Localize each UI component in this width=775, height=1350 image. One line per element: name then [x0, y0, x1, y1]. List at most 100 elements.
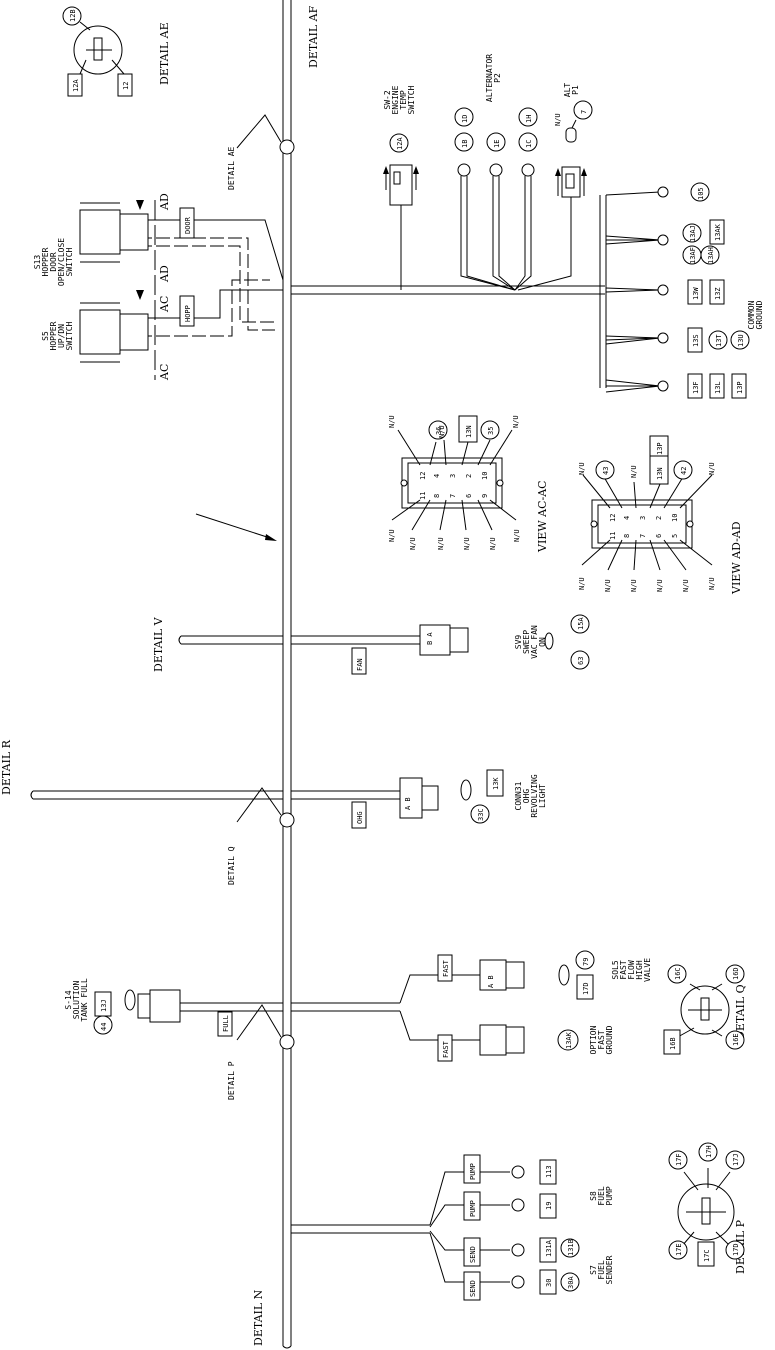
sv9-circle-15a: 15A [577, 617, 585, 630]
detail-p-leader-label: DETAIL P [227, 1061, 236, 1100]
ground-circle-105 [690, 182, 710, 202]
s5-label: S5 HOPPER UP/DN SWITCH [41, 321, 74, 350]
view-ad-nu-4: N/U [578, 577, 586, 590]
common-ground [599, 182, 750, 399]
ground-13l-label: 13L [714, 381, 722, 394]
svg-text:CONN31: CONN31 [514, 781, 523, 810]
svg-text:OHG: OHG [522, 789, 531, 804]
send-circle-30a: 30A [567, 1276, 575, 1289]
svg-text:S-14: S-14 [64, 990, 73, 1009]
conn31-circle: 33C [477, 808, 485, 821]
view-ac-nu-1: N/U [388, 415, 396, 428]
svg-text:FAST: FAST [619, 960, 628, 979]
svg-text:8: 8 [623, 534, 631, 538]
svg-text:FUEL: FUEL [597, 1260, 606, 1279]
detail-q-16c: 16C [674, 967, 682, 980]
send-box-131a: 131A [545, 1239, 553, 1257]
alt-1b-label: 1B [461, 140, 469, 148]
view-ac-nu-7: N/U [463, 537, 471, 550]
conn31-label: CONN31 OHG REVOLVING LIGHT [514, 774, 547, 818]
svg-text:SWITCH: SWITCH [65, 247, 74, 276]
detail-ae-box-1-label: 12A [72, 79, 80, 92]
view-ad-nu-8: N/U [682, 579, 690, 592]
alt-1d-label: 1D [461, 115, 469, 123]
sv9-pins: B A [426, 632, 434, 645]
sv9-connector [351, 614, 590, 675]
alt-nu-label: N/U [554, 113, 562, 126]
alt-circle-7 [573, 100, 593, 120]
svg-text:11: 11 [419, 492, 427, 500]
detail-p-17c: 17C [703, 1249, 711, 1262]
hopp-tag: HOPP [184, 305, 192, 322]
conn31-pins: A B [404, 797, 412, 810]
pump-tag-1: PUMP [469, 1163, 477, 1180]
view-ac-35: 35 [487, 427, 495, 435]
svg-text:SV9: SV9 [514, 635, 523, 650]
conn31-connector [351, 769, 504, 829]
sw2-switch [383, 133, 419, 290]
sol5-pins: A B [487, 975, 495, 988]
svg-text:4: 4 [623, 516, 631, 520]
svg-text:AC: AC [158, 296, 171, 313]
svg-text:S13: S13 [33, 255, 42, 270]
svg-text:LIGHT: LIGHT [538, 784, 547, 808]
view-ac-pins: 12 4 3 2 10 11 8 7 6 9 [419, 472, 489, 500]
option-circle: 13AK [565, 1031, 573, 1049]
svg-text:FLOW: FLOW [627, 960, 636, 979]
detail-v-title: DETAIL V [152, 616, 165, 672]
svg-text:SW-2: SW-2 [383, 90, 392, 109]
sol5-label: SOL5 FAST FLOW HIGH VALVE [611, 958, 652, 982]
svg-text:S7: S7 [589, 1265, 598, 1275]
alt-circle-1d [454, 107, 474, 127]
door-tag: DOOR [184, 216, 192, 234]
view-ad-nu-5: N/U [604, 579, 612, 592]
svg-text:10: 10 [671, 514, 679, 522]
svg-text:3: 3 [639, 516, 647, 520]
svg-text:OPEN/CLOSE: OPEN/CLOSE [57, 238, 66, 286]
svg-text:7: 7 [449, 494, 457, 498]
view-ad-43: 43 [602, 467, 610, 475]
view-ac-nu-9: N/U [513, 529, 521, 542]
sv9-circle-63: 63 [577, 657, 585, 665]
fan-tag [351, 647, 367, 675]
detail-p-17d: 17D [732, 1243, 740, 1256]
detail-ae [62, 6, 133, 97]
ohg-tag [351, 801, 367, 829]
svg-text:AD: AD [158, 193, 171, 211]
full-tag-label: FULL [222, 1015, 230, 1032]
detail-q-leader-label: DETAIL Q [227, 846, 236, 885]
detail-ae-circle-label: 12B [69, 9, 77, 22]
branches [30, 285, 605, 1283]
main-trunk [195, 0, 295, 1349]
view-ad-nu-2: N/U [630, 465, 638, 478]
svg-text:UP/DN: UP/DN [57, 324, 66, 348]
sv9-label: SV9 SWEEP VAC FAN ON [514, 625, 547, 659]
svg-text:P2: P2 [493, 73, 502, 83]
svg-text:4: 4 [433, 474, 441, 478]
detail-ae-box-2 [117, 73, 133, 97]
detail-leaders [236, 114, 282, 1041]
alt-1c-label: 1C [525, 140, 533, 148]
svg-text:FUEL: FUEL [597, 1186, 606, 1205]
ground-13u-label: 13U [737, 334, 745, 347]
detail-ae-circle [62, 6, 82, 26]
svg-text:5: 5 [671, 534, 679, 538]
pump-tag-2: PUMP [469, 1200, 477, 1217]
view-ac-nu-6: N/U [437, 537, 445, 550]
send-tag-1: SEND [469, 1246, 477, 1263]
svg-text:TANK FULL: TANK FULL [80, 978, 89, 1022]
fast-tag-1 [437, 954, 453, 982]
svg-text:SWEEP: SWEEP [522, 630, 531, 654]
pump-sender-group [463, 1154, 580, 1301]
detail-p-17e: 17E [675, 1243, 683, 1256]
s14-connector [93, 989, 233, 1037]
svg-text:11: 11 [609, 532, 617, 540]
detail-ae-box-1 [67, 73, 83, 97]
view-ad-nu-9: N/U [708, 577, 716, 590]
detail-n-title: DETAIL N [252, 1289, 265, 1346]
detail-af-title: DETAIL AF [307, 5, 320, 68]
detail-q-16e: 16E [732, 1033, 740, 1046]
svg-text:2: 2 [655, 516, 663, 520]
svg-text:AC: AC [158, 364, 171, 381]
fast-tag-2-label: FAST [442, 1040, 450, 1058]
